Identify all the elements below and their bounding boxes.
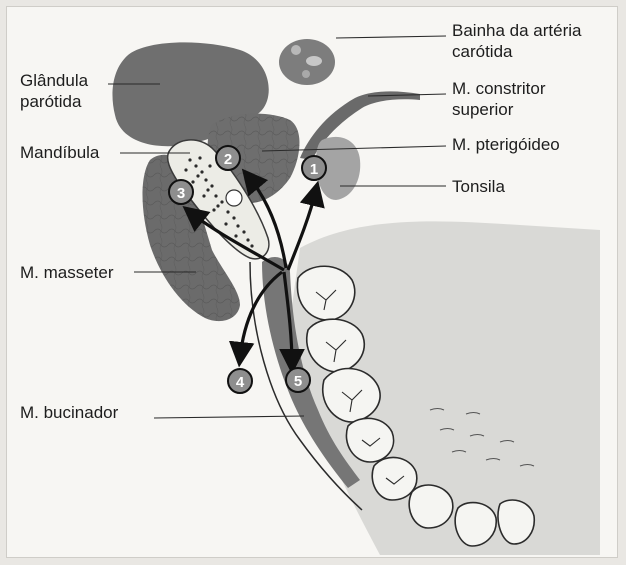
jugular-vessel xyxy=(306,56,322,66)
marker-3-label: 3 xyxy=(177,185,185,202)
marker-3: 3 xyxy=(169,180,193,204)
label-carotid-sheath-line1: Bainha da artéria xyxy=(452,20,581,41)
label-tonsil: Tonsila xyxy=(452,176,505,197)
label-superior-constrictor-line2: superior xyxy=(452,99,546,120)
mandibular-canal xyxy=(226,190,242,206)
marker-1-label: 1 xyxy=(310,161,318,178)
label-carotid-sheath: Bainha da artéria carótida xyxy=(452,20,581,62)
tooth-premolar-2 xyxy=(372,457,417,500)
marker-5: 5 xyxy=(286,368,310,392)
marker-2: 2 xyxy=(216,146,240,170)
label-parotid-gland-line2: parótida xyxy=(20,91,88,112)
tooth-premolar-1 xyxy=(346,418,393,462)
carotid-vessel xyxy=(291,45,301,55)
marker-4: 4 xyxy=(228,369,252,393)
label-carotid-sheath-line2: carótida xyxy=(452,41,581,62)
label-parotid-gland: Glândula parótida xyxy=(20,70,88,112)
label-mandible: Mandíbula xyxy=(20,142,99,163)
label-pterygoid: M. pterigóideo xyxy=(452,134,560,155)
tooth-canine xyxy=(409,485,453,528)
label-masseter: M. masseter xyxy=(20,262,114,283)
label-superior-constrictor: M. constritor superior xyxy=(452,78,546,120)
marker-1: 1 xyxy=(302,156,326,180)
label-superior-constrictor-line1: M. constritor xyxy=(452,78,546,99)
marker-2-label: 2 xyxy=(224,151,232,168)
tooth-incisor-2 xyxy=(498,500,534,544)
marker-5-label: 5 xyxy=(294,373,302,390)
label-buccinator: M. bucinador xyxy=(20,402,118,423)
vagus-nerve xyxy=(302,70,310,78)
label-parotid-gland-line1: Glândula xyxy=(20,70,88,91)
marker-4-label: 4 xyxy=(236,374,245,391)
